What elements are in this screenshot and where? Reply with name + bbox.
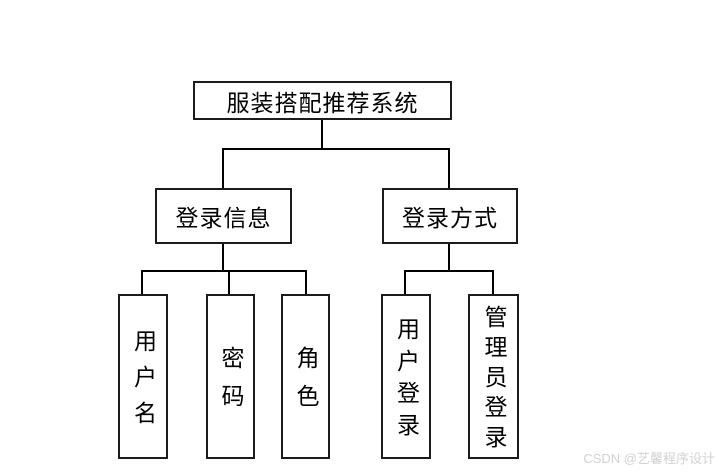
node-login-method-label: 登录方式: [402, 206, 498, 231]
connector-line: [404, 270, 494, 272]
connector-line: [492, 270, 494, 294]
node-admin-login: 管理员登录: [468, 294, 519, 459]
node-login-info-label: 登录信息: [175, 206, 272, 231]
connector-line: [448, 244, 450, 272]
node-username: 用户名: [118, 294, 168, 459]
connector-line: [305, 270, 307, 294]
node-login-method: 登录方式: [382, 188, 518, 244]
node-username-label: 用户名: [130, 329, 156, 437]
connector-line: [404, 270, 406, 294]
node-role: 角色: [281, 294, 330, 459]
node-user-login: 用户登录: [381, 294, 431, 459]
connector-line: [141, 270, 307, 272]
node-root-label: 服装搭配推荐系统: [226, 90, 419, 116]
connector-line: [222, 148, 224, 188]
node-root: 服装搭配推荐系统: [193, 81, 452, 120]
connector-line: [222, 244, 224, 272]
connector-line: [222, 148, 450, 150]
connector-line: [448, 148, 450, 188]
node-login-info: 登录信息: [155, 188, 292, 244]
watermark: CSDN @艺馨程序设计: [583, 451, 715, 466]
node-admin-login-label: 管理员登录: [481, 305, 506, 455]
node-password: 密码: [206, 294, 255, 459]
node-user-login-label: 用户登录: [393, 317, 419, 445]
connector-line: [141, 270, 143, 294]
connector-line: [321, 118, 323, 149]
node-password-label: 密码: [218, 346, 243, 422]
connector-line: [228, 270, 230, 294]
node-role-label: 角色: [293, 346, 318, 422]
